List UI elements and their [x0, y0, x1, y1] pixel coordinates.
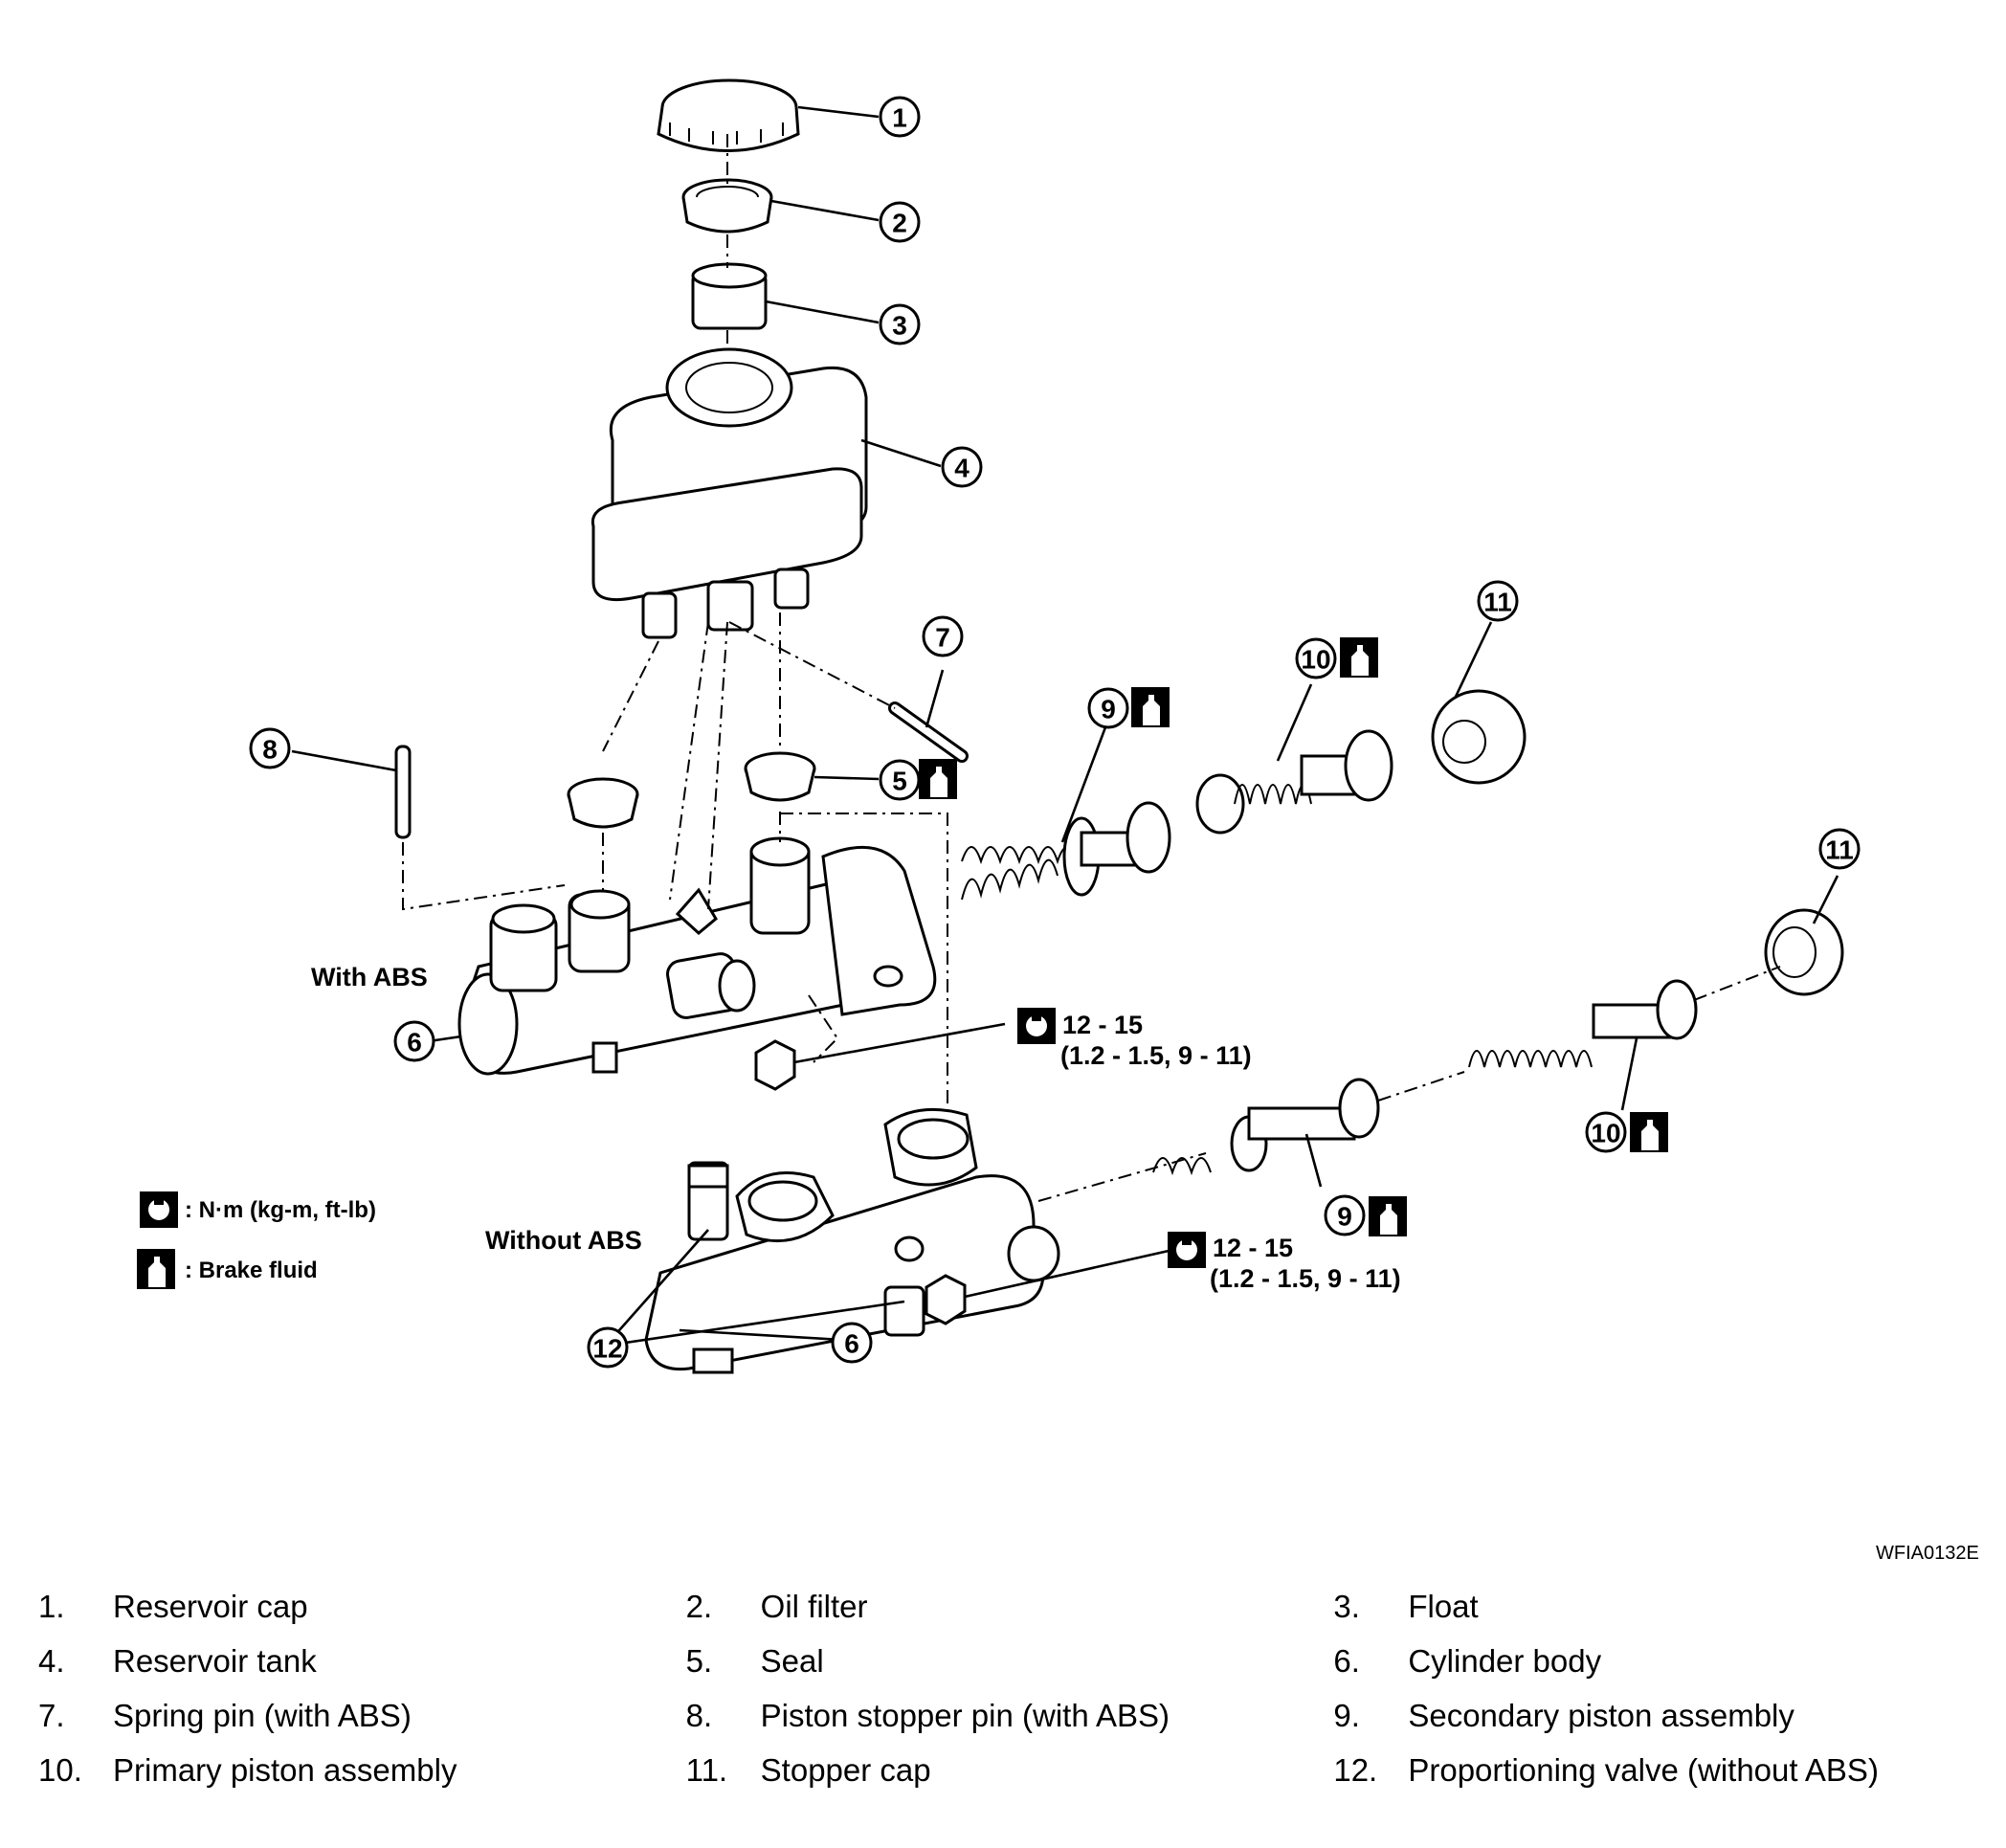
brake-fluid-icon [1369, 1196, 1407, 1236]
legend-item: 6.Cylinder body [1333, 1642, 1602, 1679]
callout-2: 2 [879, 201, 921, 243]
torque-value-noabs: 12 - 15 [1213, 1234, 1293, 1262]
callout-11-abs: 11 [1477, 580, 1519, 622]
legend-row: 7.Spring pin (with ABS) 8.Piston stopper… [38, 1688, 1981, 1743]
callout-4: 4 [941, 446, 983, 488]
svg-text:6: 6 [407, 1028, 422, 1058]
torque-wrench-icon [1168, 1232, 1206, 1268]
secondary-piston-abs-drawing [961, 801, 1171, 901]
callout-1: 1 [879, 96, 921, 138]
callout-7: 7 [922, 615, 964, 657]
callout-12: 12 [587, 1326, 629, 1369]
torque-value-abs: 12 - 15 [1062, 1011, 1143, 1039]
torque-detail-noabs: (1.2 - 1.5, 9 - 11) [1210, 1264, 1401, 1293]
seal-drawings-abs [567, 751, 816, 829]
legend-item: 1.Reservoir cap [38, 1588, 308, 1624]
cylinder-body-without-abs [644, 1107, 1060, 1374]
svg-text:6: 6 [844, 1329, 859, 1359]
reservoir-cap-drawing [657, 78, 800, 152]
legend-item: 12.Proportioning valve (without ABS) [1333, 1751, 1879, 1788]
callout-6-abs: 6 [393, 1020, 435, 1062]
secondary-piston-noabs-drawing [1152, 1078, 1380, 1176]
primary-piston-noabs-drawing [1468, 979, 1698, 1068]
torque-wrench-icon [140, 1191, 178, 1228]
key-fluid-label: : Brake fluid [185, 1258, 318, 1283]
bolt-noabs-drawing [925, 1247, 1178, 1325]
callout-8: 8 [249, 727, 291, 769]
legend-item: 2.Oil filter [685, 1588, 868, 1624]
svg-text:9: 9 [1337, 1202, 1352, 1232]
brake-fluid-icon [1630, 1112, 1668, 1152]
svg-text:9: 9 [1101, 695, 1116, 724]
svg-text:3: 3 [892, 311, 907, 341]
legend-item: 4.Reservoir tank [38, 1642, 317, 1679]
oil-filter-drawing [681, 178, 773, 234]
svg-text:10: 10 [1591, 1119, 1620, 1148]
key-torque-label: : N·m (kg-m, ft-lb) [185, 1197, 376, 1223]
legend-item: 11.Stopper cap [685, 1751, 931, 1788]
svg-text:1: 1 [892, 103, 907, 133]
legend-item: 5.Seal [685, 1642, 824, 1679]
legend-row: 1.Reservoir cap 2.Oil filter 3.Float [38, 1579, 1981, 1634]
svg-text:10: 10 [1301, 645, 1330, 675]
svg-text:2: 2 [892, 209, 907, 238]
legend-item: 8.Piston stopper pin (with ABS) [685, 1697, 1170, 1733]
svg-text:5: 5 [892, 767, 907, 796]
parts-legend: 1.Reservoir cap 2.Oil filter 3.Float 4.R… [38, 1579, 1981, 1797]
brake-fluid-icon [1131, 687, 1170, 727]
callout-9-abs: 9 [1087, 687, 1129, 729]
cylinder-body-with-abs [457, 836, 937, 1076]
with-abs-label: With ABS [311, 963, 428, 991]
svg-text:4: 4 [954, 454, 970, 483]
stopper-cap-noabs-drawing [1764, 908, 1844, 996]
torque-wrench-icon [1017, 1008, 1056, 1044]
brake-fluid-icon [919, 759, 957, 799]
exploded-view-diagram: 1 2 3 4 5 6 7 8 9 10 11 11 10 9 12 6 12 … [137, 78, 1861, 1374]
svg-text:8: 8 [262, 735, 278, 765]
reservoir-tank-drawing [591, 347, 868, 639]
bolt-abs-drawing [754, 1022, 1006, 1091]
torque-detail-abs: (1.2 - 1.5, 9 - 11) [1060, 1041, 1252, 1070]
legend-item: 9.Secondary piston assembly [1333, 1697, 1794, 1733]
brake-fluid-icon [137, 1249, 175, 1289]
primary-piston-abs-drawing [1195, 729, 1393, 835]
callout-11-noabs: 11 [1818, 828, 1861, 870]
legend-item: 7.Spring pin (with ABS) [38, 1697, 412, 1733]
legend-row: 10.Primary piston assembly 11.Stopper ca… [38, 1743, 1981, 1797]
stopper-cap-abs-drawing [1431, 689, 1527, 785]
svg-text:11: 11 [1825, 835, 1854, 865]
svg-text:11: 11 [1483, 588, 1512, 617]
callout-3: 3 [879, 303, 921, 345]
legend-item: 10.Primary piston assembly [38, 1751, 457, 1788]
piston-stopper-pin-drawing [394, 745, 412, 839]
legend-item: 3.Float [1333, 1588, 1479, 1624]
figure-code: WFIA0132E [1876, 1543, 1979, 1564]
callout-5: 5 [879, 759, 921, 801]
float-drawing [691, 262, 768, 330]
svg-text:7: 7 [935, 623, 950, 653]
callout-10-abs: 10 [1295, 637, 1337, 679]
callout-9-noabs: 9 [1324, 1194, 1366, 1236]
svg-text:12: 12 [592, 1334, 622, 1364]
legend-row: 4.Reservoir tank 5.Seal 6.Cylinder body [38, 1634, 1981, 1688]
callout-10-noabs: 10 [1585, 1111, 1627, 1153]
brake-fluid-icon [1340, 637, 1378, 678]
callout-6-noabs: 6 [831, 1322, 873, 1364]
without-abs-label: Without ABS [485, 1226, 642, 1255]
